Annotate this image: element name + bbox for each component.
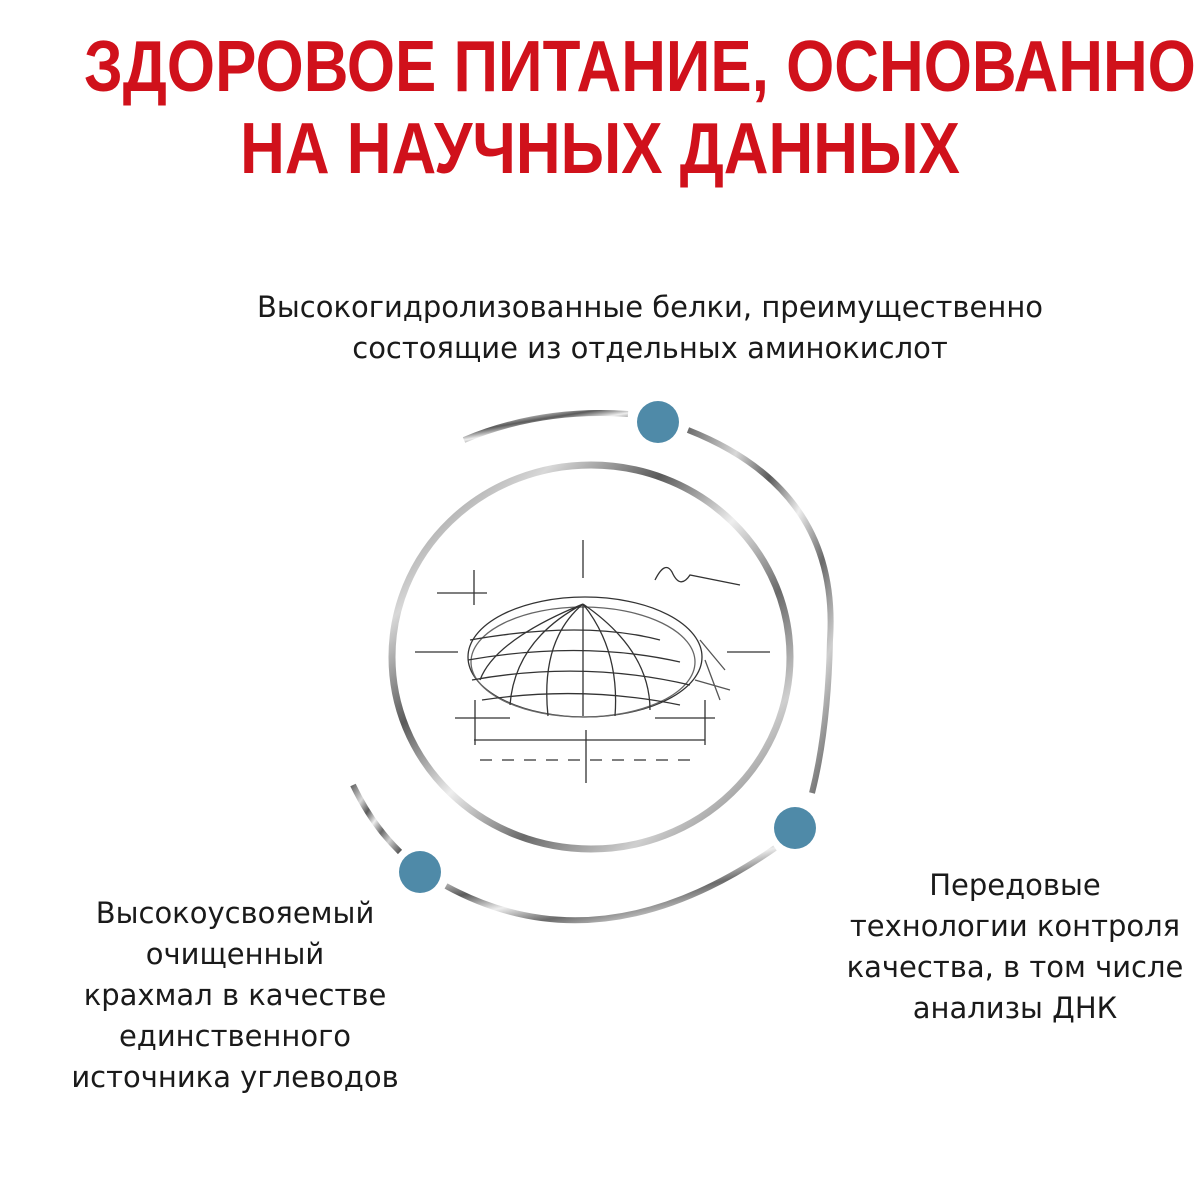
- caption-line: состоящие из отдельных аминокислот: [352, 331, 948, 365]
- caption-line: источника углеводов: [71, 1060, 399, 1094]
- feature-caption-proteins: Высокогидролизованные белки, преимуществ…: [150, 287, 1150, 369]
- caption-line: Высокоусвояемый: [95, 896, 375, 930]
- caption-line: Передовые: [929, 868, 1101, 902]
- feature-caption-quality-control: Передовые технологии контроля качества, …: [810, 865, 1200, 1029]
- outer-ring-arc-bottom: [444, 845, 777, 924]
- caption-line: крахмал в качестве: [83, 978, 387, 1012]
- marker-dot-right: [774, 807, 816, 849]
- outer-ring-arc-right: [686, 427, 834, 794]
- marker-dot-top: [637, 401, 679, 443]
- kibble-sketch-icon: [415, 540, 770, 783]
- caption-line: анализы ДНК: [912, 991, 1118, 1025]
- inner-ring: [388, 461, 794, 853]
- caption-line: очищенный: [145, 937, 325, 971]
- caption-line: технологии контроля: [849, 909, 1181, 943]
- title-line-1: ЗДОРОВОЕ ПИТАНИЕ, ОСНОВАННОЕ: [84, 27, 1200, 107]
- marker-dot-left: [399, 851, 441, 893]
- outer-ring-arc-left: [350, 783, 403, 855]
- feature-caption-starch: Высокоусвояемый очищенный крахмал в каче…: [35, 893, 435, 1098]
- caption-line: единственного: [118, 1019, 352, 1053]
- caption-line: качества, в том числе: [846, 950, 1184, 984]
- title-line-2: НА НАУЧНЫХ ДАННЫХ: [240, 109, 960, 189]
- outer-ring-arc-top-left: [462, 410, 629, 443]
- page-title: ЗДОРОВОЕ ПИТАНИЕ, ОСНОВАННОЕ НА НАУЧНЫХ …: [0, 26, 1200, 190]
- caption-line: Высокогидролизованные белки, преимуществ…: [256, 290, 1044, 324]
